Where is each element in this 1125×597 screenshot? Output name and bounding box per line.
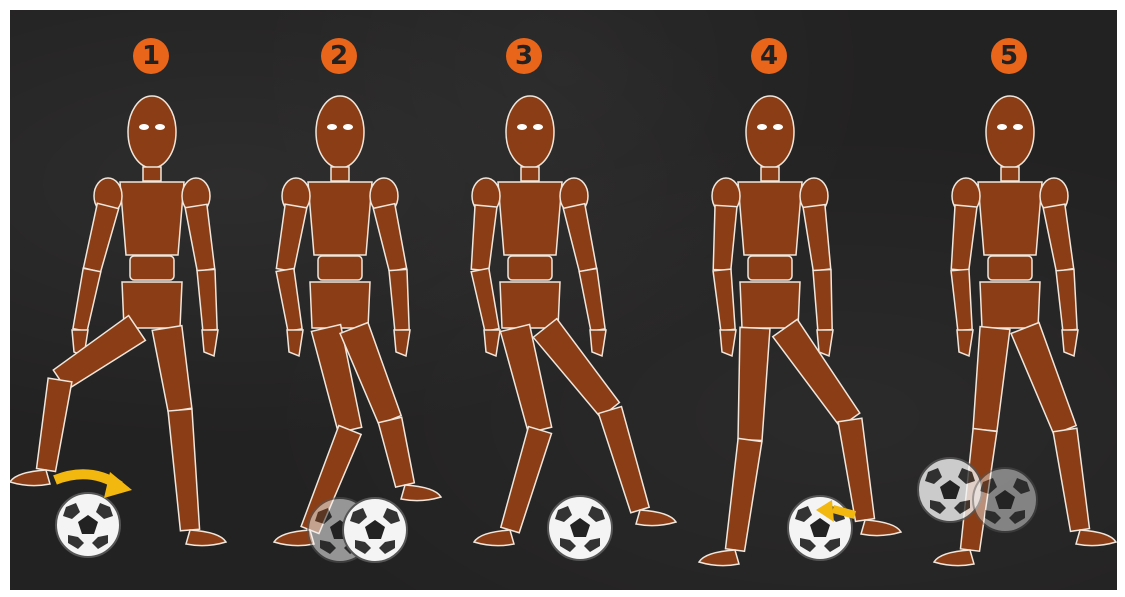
mannequin-figure-3 (471, 96, 676, 546)
step-5-badge: 5 (991, 38, 1027, 74)
mannequin-figure-2 (274, 96, 441, 546)
illustration (10, 10, 1117, 590)
chalkboard-background: 1 2 3 4 5 (10, 10, 1117, 590)
mannequin-figure-1 (10, 96, 226, 546)
step-3-badge: 3 (506, 38, 542, 74)
soccer-ball-icon (343, 498, 407, 562)
step-1-badge: 1 (133, 38, 169, 74)
soccer-ball-icon (918, 458, 982, 522)
soccer-ball-icon (56, 493, 120, 557)
mannequin-figure-4 (699, 96, 901, 566)
step-4-badge: 4 (751, 38, 787, 74)
soccer-ball-icon (973, 468, 1037, 532)
step-2-badge: 2 (321, 38, 357, 74)
soccer-ball-icon (548, 496, 612, 560)
soccer-ball-icon (788, 496, 852, 560)
